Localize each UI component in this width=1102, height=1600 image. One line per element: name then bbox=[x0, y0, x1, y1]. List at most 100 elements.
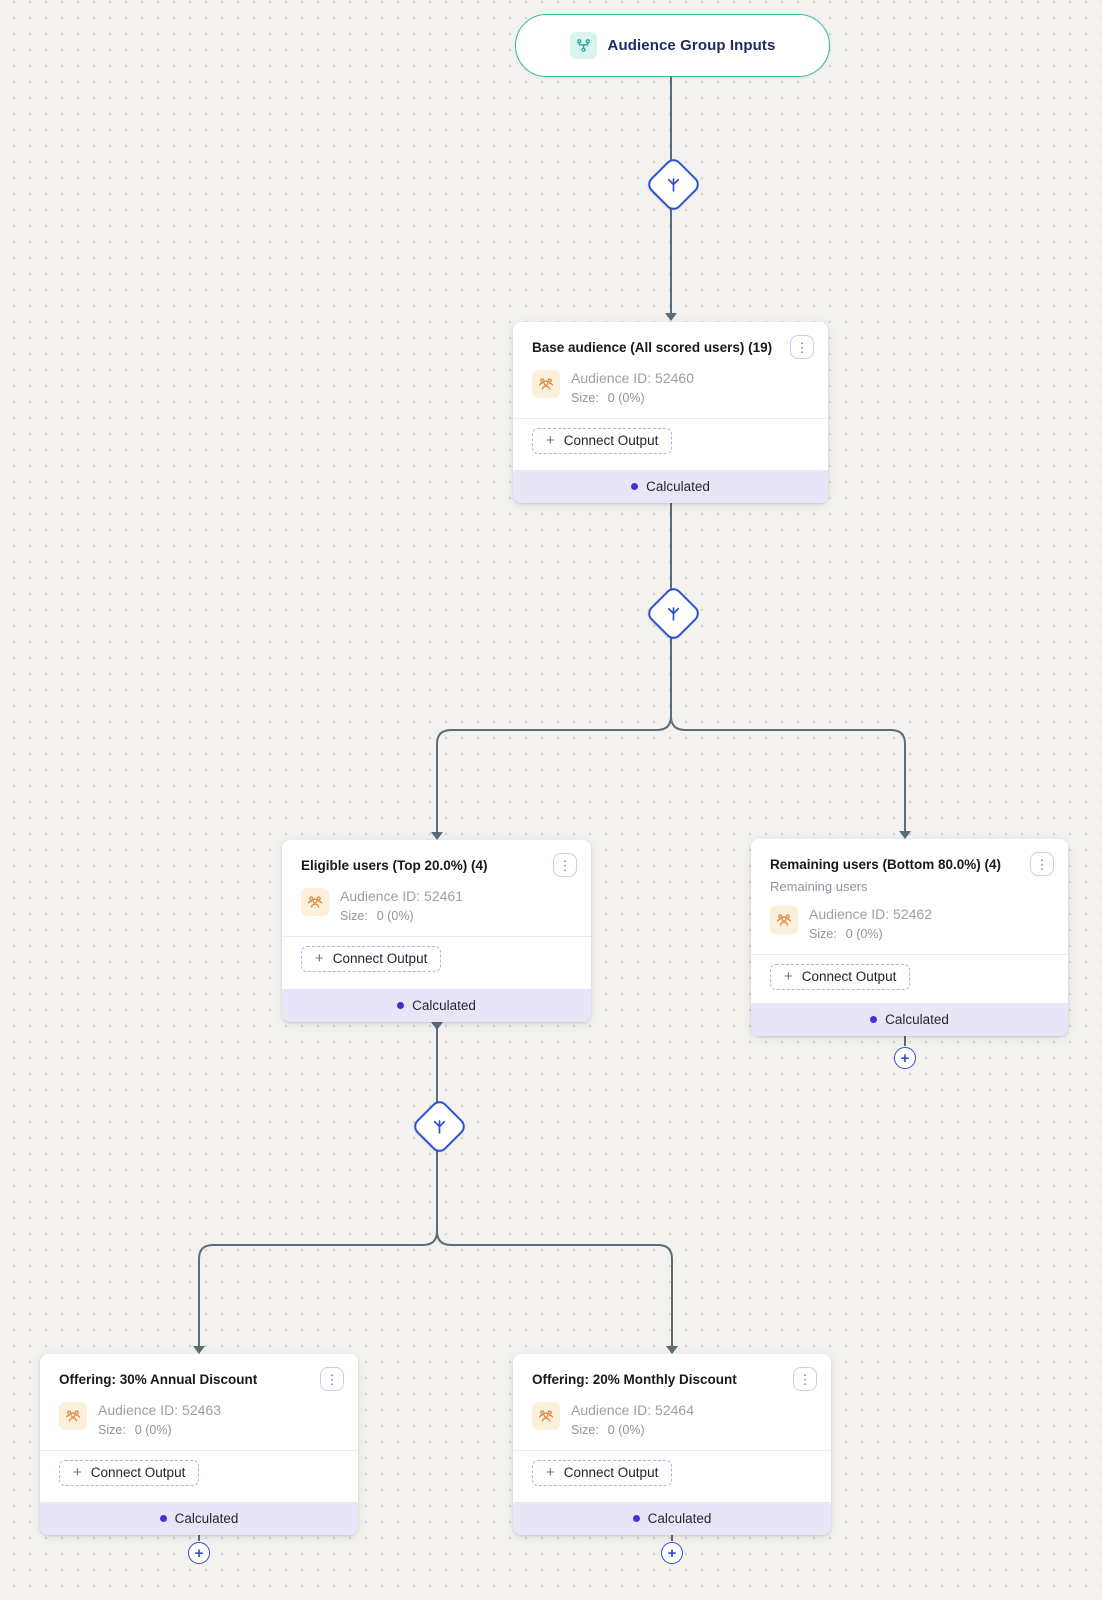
arrowhead-icon bbox=[431, 832, 443, 840]
status-dot-icon bbox=[870, 1016, 878, 1023]
node-title: Remaining users (Bottom 80.0%) (4) bbox=[770, 857, 1002, 872]
users-group-icon bbox=[301, 888, 329, 916]
audience-group-inputs-pill[interactable]: Audience Group Inputs bbox=[515, 14, 830, 77]
divider bbox=[751, 954, 1068, 955]
size-value: 0 (0%) bbox=[607, 391, 645, 405]
edge-split-to-remaining bbox=[670, 715, 906, 835]
kebab-menu-icon: ⋮ bbox=[325, 1371, 339, 1387]
audience-id: Audience ID: 52460 bbox=[571, 370, 694, 386]
status-label: Calculated bbox=[647, 1511, 712, 1526]
status-dot-icon bbox=[632, 1515, 640, 1522]
users-group-icon bbox=[59, 1402, 87, 1430]
kebab-menu-icon: ⋮ bbox=[1035, 856, 1049, 872]
size-label: Size: bbox=[809, 927, 837, 941]
plus-icon: + bbox=[194, 1544, 204, 1562]
divider bbox=[282, 936, 591, 937]
size-value: 0 (0%) bbox=[845, 927, 883, 941]
split-node[interactable] bbox=[644, 584, 703, 643]
kebab-menu-icon: ⋮ bbox=[795, 339, 809, 355]
node-card-offering-monthly[interactable]: Offering: 20% Monthly Discount ⋮ Audienc… bbox=[513, 1354, 831, 1535]
split-node[interactable] bbox=[410, 1097, 469, 1156]
connect-output-label: Connect Output bbox=[801, 969, 897, 984]
plus-icon: + bbox=[546, 1463, 555, 1481]
split-node[interactable] bbox=[644, 155, 703, 214]
connect-output-button[interactable]: + Connect Output bbox=[532, 428, 673, 454]
status-bar: Calculated bbox=[513, 1502, 831, 1535]
size-value: 0 (0%) bbox=[376, 909, 414, 923]
status-bar: Calculated bbox=[513, 470, 828, 503]
plus-icon: + bbox=[546, 431, 555, 449]
plus-icon: + bbox=[73, 1463, 82, 1481]
status-dot-icon bbox=[631, 483, 639, 490]
users-group-icon bbox=[532, 1402, 560, 1430]
divider bbox=[513, 1450, 831, 1451]
status-label: Calculated bbox=[646, 479, 710, 494]
audience-id: Audience ID: 52464 bbox=[571, 1402, 694, 1418]
kebab-menu-icon: ⋮ bbox=[798, 1371, 812, 1387]
arrowhead-icon bbox=[431, 1022, 443, 1030]
node-card-base-audience[interactable]: Base audience (All scored users) (19) ⋮ … bbox=[513, 322, 828, 503]
connect-output-button[interactable]: + Connect Output bbox=[301, 946, 442, 972]
edge-split-to-offering-monthly bbox=[436, 1230, 673, 1350]
connect-output-label: Connect Output bbox=[332, 951, 428, 966]
node-title: Base audience (All scored users) (19) bbox=[532, 340, 773, 355]
node-subtitle: Remaining users bbox=[770, 879, 868, 894]
status-bar: Calculated bbox=[40, 1502, 358, 1535]
arrowhead-icon bbox=[899, 831, 911, 839]
status-dot-icon bbox=[159, 1515, 167, 1522]
node-title: Offering: 30% Annual Discount bbox=[59, 1372, 258, 1387]
status-bar: Calculated bbox=[751, 1003, 1068, 1036]
kebab-menu-button[interactable]: ⋮ bbox=[320, 1367, 344, 1391]
size-label: Size: bbox=[98, 1423, 126, 1437]
edge-split-to-eligible bbox=[436, 495, 672, 836]
audience-id: Audience ID: 52461 bbox=[340, 888, 463, 904]
audience-id: Audience ID: 52463 bbox=[98, 1402, 221, 1418]
split-branch-icon bbox=[433, 1120, 446, 1134]
arrowhead-icon bbox=[666, 1346, 678, 1354]
connect-output-button[interactable]: + Connect Output bbox=[770, 964, 911, 990]
size-label: Size: bbox=[571, 391, 599, 405]
connect-output-label: Connect Output bbox=[90, 1465, 186, 1480]
node-card-eligible-users[interactable]: Eligible users (Top 20.0%) (4) ⋮ Audienc… bbox=[282, 840, 591, 1022]
arrowhead-icon bbox=[665, 313, 677, 321]
size-value: 0 (0%) bbox=[134, 1423, 172, 1437]
size-label: Size: bbox=[571, 1423, 599, 1437]
plus-icon: + bbox=[667, 1544, 677, 1562]
edge-split-to-offering-annual bbox=[198, 1015, 438, 1350]
add-node-button[interactable]: + bbox=[188, 1542, 210, 1564]
plus-icon: + bbox=[900, 1049, 910, 1067]
split-branch-icon bbox=[667, 178, 680, 192]
kebab-menu-button[interactable]: ⋮ bbox=[790, 335, 814, 359]
node-title: Eligible users (Top 20.0%) (4) bbox=[301, 858, 488, 873]
size-value: 0 (0%) bbox=[607, 1423, 645, 1437]
connect-output-button[interactable]: + Connect Output bbox=[59, 1460, 200, 1486]
divider bbox=[40, 1450, 358, 1451]
node-card-remaining-users[interactable]: Remaining users (Bottom 80.0%) (4) ⋮ Rem… bbox=[751, 839, 1068, 1036]
pill-label: Audience Group Inputs bbox=[607, 37, 776, 54]
audience-id: Audience ID: 52462 bbox=[809, 906, 932, 922]
connect-output-label: Connect Output bbox=[563, 433, 659, 448]
node-title: Offering: 20% Monthly Discount bbox=[532, 1372, 737, 1387]
users-group-icon bbox=[532, 370, 560, 398]
kebab-menu-button[interactable]: ⋮ bbox=[553, 853, 577, 877]
add-node-button[interactable]: + bbox=[661, 1542, 683, 1564]
status-label: Calculated bbox=[174, 1511, 239, 1526]
plus-icon: + bbox=[315, 949, 324, 967]
hierarchy-icon bbox=[569, 32, 597, 59]
divider bbox=[513, 418, 828, 419]
plus-icon: + bbox=[784, 967, 793, 985]
users-group-icon bbox=[770, 906, 798, 934]
status-label: Calculated bbox=[412, 998, 476, 1013]
add-node-button[interactable]: + bbox=[894, 1047, 916, 1069]
kebab-menu-button[interactable]: ⋮ bbox=[793, 1367, 817, 1391]
connect-output-label: Connect Output bbox=[563, 1465, 659, 1480]
kebab-menu-button[interactable]: ⋮ bbox=[1030, 852, 1054, 876]
arrowhead-icon bbox=[193, 1346, 205, 1354]
node-card-offering-annual[interactable]: Offering: 30% Annual Discount ⋮ Audience… bbox=[40, 1354, 358, 1535]
connect-output-button[interactable]: + Connect Output bbox=[532, 1460, 673, 1486]
status-label: Calculated bbox=[885, 1012, 949, 1027]
kebab-menu-icon: ⋮ bbox=[558, 857, 572, 873]
split-branch-icon bbox=[667, 607, 680, 621]
status-dot-icon bbox=[397, 1002, 405, 1009]
